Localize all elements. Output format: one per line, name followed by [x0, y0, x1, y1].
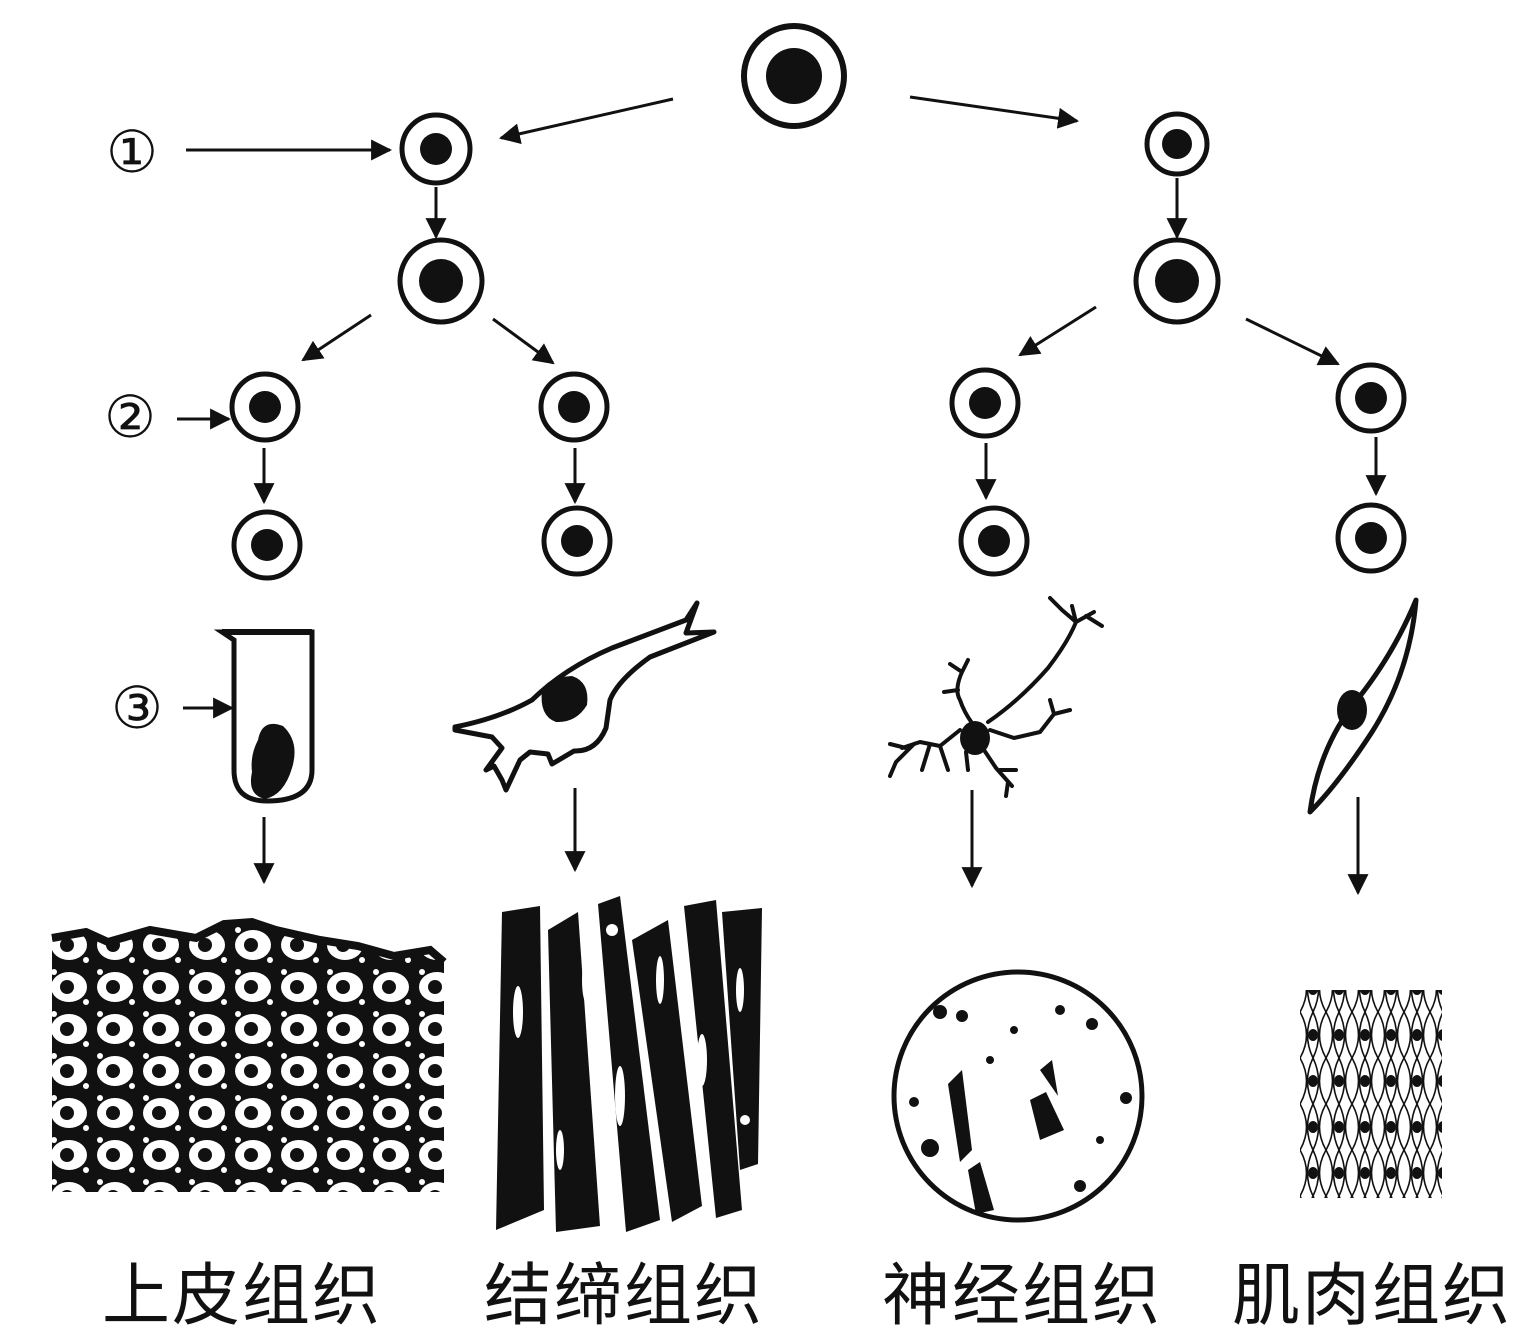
label-epithelial-tissue: 上皮组织	[101, 1257, 382, 1336]
cell-b4	[541, 505, 613, 577]
cell-a4	[231, 509, 303, 581]
label-nervous-tissue: 神经组织	[881, 1257, 1162, 1336]
cell-d4	[1335, 502, 1407, 574]
cell-l2	[397, 237, 485, 325]
marker-1: ①	[106, 118, 158, 186]
cell-d3	[1335, 362, 1407, 434]
label-muscle-tissue: 肌肉组织	[1231, 1257, 1512, 1336]
connective-cell	[452, 600, 717, 793]
muscle-tissue	[1300, 990, 1442, 1198]
cell-c4	[958, 505, 1030, 577]
zygote-cell	[741, 23, 847, 129]
cell-r1	[1144, 111, 1210, 177]
epithelial-tissue	[51, 917, 447, 1192]
cell-a3	[229, 371, 301, 443]
arrow-r2-c3	[1018, 305, 1097, 357]
label-connective-tissue: 结缔组织	[483, 1257, 764, 1336]
nervous-tissue	[891, 969, 1145, 1223]
arrow-zygote-right	[909, 95, 1080, 129]
arrow-r2-d3	[1245, 317, 1340, 366]
marker-3: ③	[111, 674, 163, 742]
cell-b3	[538, 371, 610, 443]
nerve-cell	[888, 596, 1104, 798]
marker-2: ②	[104, 383, 156, 451]
arrow-zygote-left	[498, 97, 674, 145]
cell-r2	[1133, 237, 1221, 325]
cell-c3	[949, 367, 1021, 439]
arrow-l2-b3	[492, 317, 555, 365]
arrows	[177, 95, 1387, 896]
muscle-cell	[1307, 597, 1419, 815]
epithelial-cell	[213, 629, 315, 804]
arrow-l2-a3	[301, 313, 372, 362]
cell-l1	[399, 112, 473, 186]
connective-tissue	[496, 896, 764, 1232]
